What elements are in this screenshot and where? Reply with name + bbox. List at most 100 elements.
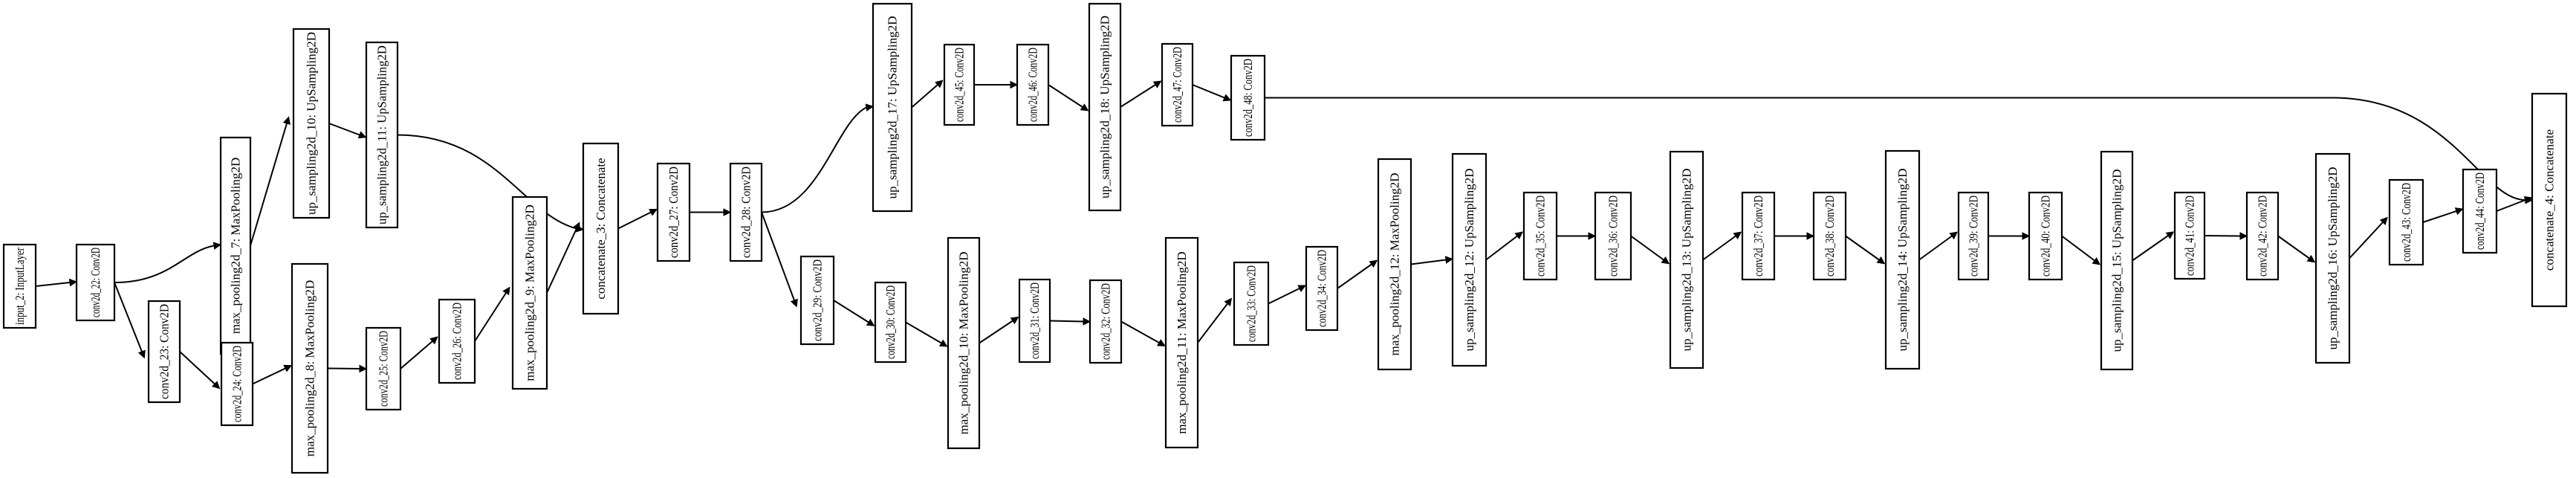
edge-n44-n45 <box>2496 196 2533 212</box>
arrowhead <box>359 364 368 373</box>
edge-n16-n18 <box>911 80 944 109</box>
edge-n31-n32 <box>1557 232 1597 240</box>
arrowhead <box>1949 231 1959 240</box>
edge-line <box>1049 320 1084 323</box>
edge-n21-n23 <box>1049 317 1091 326</box>
layer-label: conv2d_46: Conv2D <box>1026 48 1040 122</box>
edge-line <box>1845 235 1880 261</box>
layer-box <box>1957 191 1990 281</box>
layer-box <box>1016 43 1050 126</box>
edges-layer <box>35 80 2534 390</box>
layer-box <box>292 28 331 219</box>
layer-label: conv2d_44: Conv2D <box>2473 172 2487 250</box>
layer-label: conv2d_48: Conv2D <box>1241 59 1255 137</box>
layer-box <box>291 262 329 474</box>
layer-node-n1: input_2: InputLayer <box>2 243 37 329</box>
layer-label: conv2d_36: Conv2D <box>1606 196 1620 277</box>
edge-line <box>905 321 942 344</box>
edge-line <box>761 106 867 213</box>
edge-n6-n8 <box>328 123 367 139</box>
layer-box <box>1230 54 1266 141</box>
layer-box <box>2173 191 2206 280</box>
layer-box <box>947 236 981 450</box>
layer-label: conv2d_39: Conv2D <box>1967 196 1981 277</box>
layer-label: max_pooling2d_10: MaxPooling2D <box>957 251 971 434</box>
layer-label: up_sampling2d_10: UpSampling2D <box>305 32 319 215</box>
arrowhead <box>357 131 367 139</box>
layer-box <box>365 41 399 229</box>
layer-box <box>1089 279 1123 364</box>
edge-n36-n37 <box>1918 231 1959 261</box>
layer-label: conv2d_38: Conv2D <box>1823 196 1837 277</box>
arrowhead <box>1224 297 1233 307</box>
edge-n11-n12 <box>546 222 580 294</box>
edge-n43-n44 <box>2422 207 2464 223</box>
edge-line <box>114 245 215 283</box>
layer-label: concatenate_3: Concatenate <box>594 158 608 299</box>
edge-line <box>1048 84 1083 108</box>
edge-line <box>400 340 433 369</box>
layer-box <box>582 142 620 315</box>
edge-n28-n29 <box>1337 259 1378 289</box>
edge-line <box>1120 320 1160 343</box>
edge-n33-n34 <box>1702 231 1742 261</box>
arrowhead <box>429 336 438 345</box>
edge-line <box>328 123 360 136</box>
layer-label: max_pooling2d_8: MaxPooling2D <box>303 280 317 457</box>
layer-node-n3: conv2d_23: Conv2D <box>147 300 181 404</box>
layer-node-n24: conv2d_47: Conv2D <box>1161 42 1194 127</box>
layer-node-n25: max_pooling2d_11: MaxPooling2D <box>1164 236 1199 449</box>
arrowhead <box>649 208 658 216</box>
layer-label: max_pooling2d_9: MaxPooling2D <box>523 204 537 381</box>
layer-box <box>874 281 907 364</box>
layer-label: up_sampling2d_12: UpSampling2D <box>1462 168 1476 351</box>
arrowhead <box>68 278 78 287</box>
layer-box <box>1088 2 1122 212</box>
layer-node-n44: conv2d_44: Conv2D <box>2462 168 2498 254</box>
layer-label: up_sampling2d_17: UpSampling2D <box>886 16 900 198</box>
arrowhead <box>865 103 875 112</box>
layer-box <box>1018 278 1051 364</box>
edge-line <box>1485 235 1518 261</box>
edge-line <box>252 367 286 385</box>
layer-node-n39: up_sampling2d_15: UpSampling2D <box>2100 150 2134 371</box>
layer-node-n35: conv2d_38: Conv2D <box>1812 191 1847 281</box>
layer-node-n2: conv2d_22: Conv2D <box>75 243 116 322</box>
layer-node-n4: max_pooling2d_7: MaxPooling2D <box>219 136 252 355</box>
layer-label: input_2: InputLayer <box>13 248 27 325</box>
layer-node-n23: conv2d_32: Conv2D <box>1089 279 1123 364</box>
layer-node-n27: conv2d_33: Conv2D <box>1233 261 1270 346</box>
layer-box <box>1377 158 1412 371</box>
edge-line <box>1630 235 1664 261</box>
layer-node-n19: max_pooling2d_10: MaxPooling2D <box>947 236 981 450</box>
edge-line <box>1268 288 1300 305</box>
layer-box <box>365 326 402 411</box>
edge-n9-n10 <box>400 336 438 369</box>
edge-n2-n4 <box>114 242 222 283</box>
arrowhead <box>1156 339 1166 346</box>
layer-label: conv2d_25: Conv2D <box>377 331 391 407</box>
arrowhead <box>1297 285 1307 292</box>
arrowhead <box>212 381 221 390</box>
edge-n5-n7 <box>252 364 293 385</box>
edge-n7-n9 <box>327 364 368 373</box>
edge-line <box>979 320 1013 344</box>
layer-label: conv2d_42: Conv2D <box>2256 196 2270 277</box>
layer-node-n33: up_sampling2d_13: UpSampling2D <box>1669 150 1704 369</box>
edge-line <box>1337 263 1372 289</box>
arrowhead <box>502 286 510 296</box>
layer-label: conv2d_27: Conv2D <box>666 167 681 258</box>
layer-box <box>2100 150 2134 371</box>
edge-line <box>1265 97 2526 201</box>
layer-node-n21: conv2d_31: Conv2D <box>1018 278 1051 364</box>
edge-line <box>35 282 71 287</box>
arrowhead <box>1369 259 1378 268</box>
edge-n14-n16 <box>761 103 875 213</box>
layer-node-n45: concatenate_4: Concatenate <box>2531 92 2568 308</box>
edge-n25-n27 <box>1197 297 1233 343</box>
layer-label: conv2d_31: Conv2D <box>1028 282 1042 359</box>
layer-box <box>220 341 254 427</box>
arrowhead <box>1010 316 1019 325</box>
layer-box <box>1741 191 1776 281</box>
